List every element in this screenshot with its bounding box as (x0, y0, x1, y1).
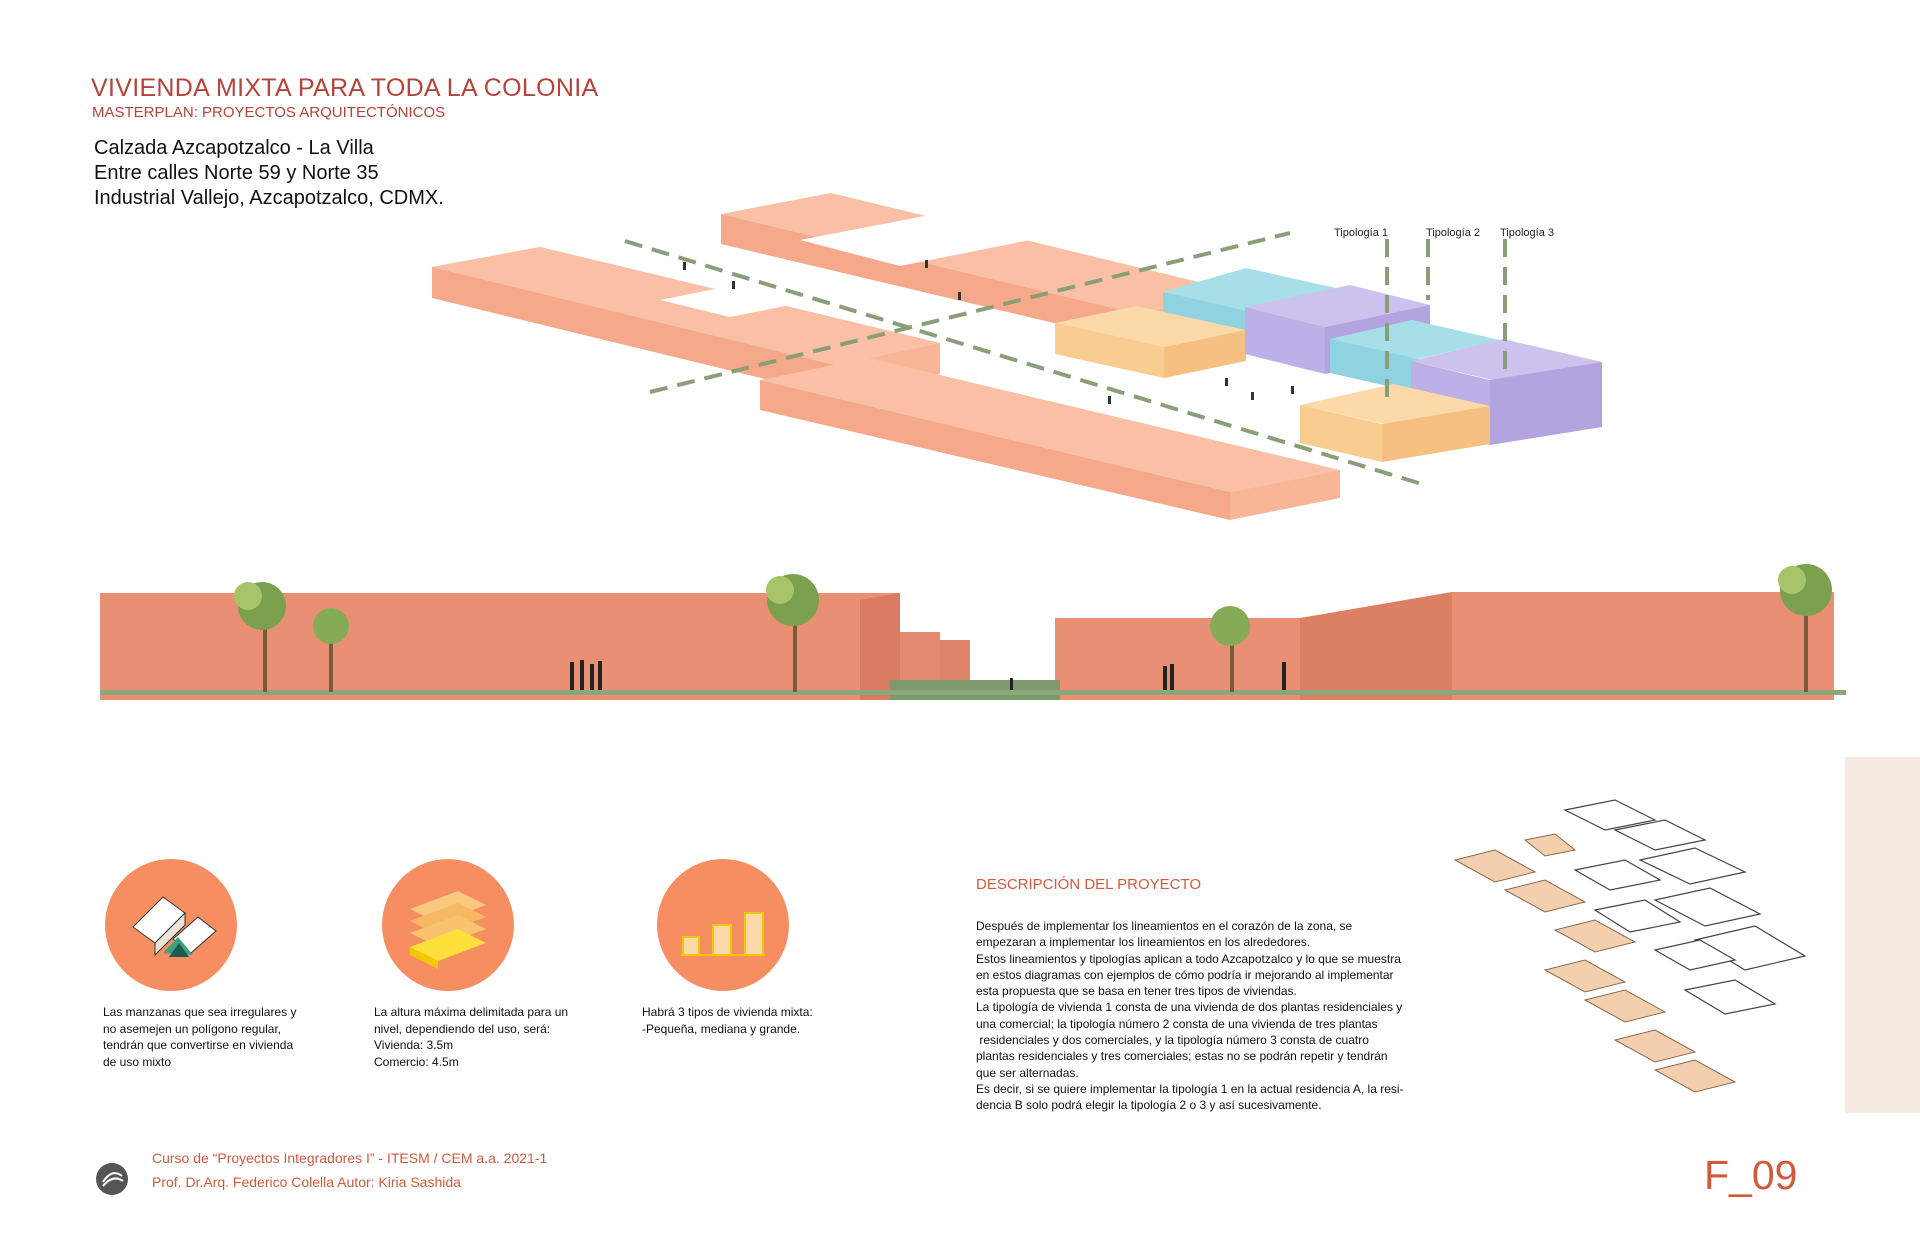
address-line: Calzada Azcapotzalco - La Villa (94, 137, 374, 159)
typology-block-cyan (1330, 320, 1500, 393)
itesm-logo-icon (96, 1163, 128, 1195)
description-text: Después de implementar los lineamientos … (976, 919, 1404, 1113)
street-section (100, 564, 1846, 700)
isometric-masterplan (432, 193, 1602, 520)
irregular-blocks-icon (105, 859, 237, 991)
tree-icon (313, 608, 349, 692)
people-figures (683, 260, 1294, 404)
page-code: F_09 (1704, 1152, 1798, 1198)
address-line: Industrial Vallejo, Azcapotzalco, CDMX. (94, 187, 444, 209)
neighborhood-diagram (1453, 799, 1807, 1093)
address-block: Calzada Azcapotzalco - La Villa Entre ca… (94, 136, 444, 211)
page-title: VIVIENDA MIXTA PARA TODA LA COLONIA (91, 74, 599, 102)
people-figures (570, 660, 1286, 690)
address-line: Entre calles Norte 59 y Norte 35 (94, 162, 379, 184)
tree-icon (1778, 564, 1832, 692)
typology-block-yellow (1300, 384, 1490, 462)
height-layers-icon (382, 859, 514, 991)
three-sizes-icon (657, 859, 789, 991)
typology-label: Tipología 2 (1426, 227, 1481, 239)
course-credit: Curso de “Proyectos Integradores I” - IT… (152, 1150, 548, 1166)
typology-block-yellow (1055, 306, 1246, 378)
typology-label: Tipología 3 (1500, 227, 1555, 239)
author-credit: Prof. Dr.Arq. Federico Colella Autor: Ki… (152, 1174, 461, 1190)
typology-label: Tipología 1 (1334, 227, 1389, 239)
side-accent-panel (1845, 757, 1920, 1113)
salmon-block (760, 358, 1340, 520)
tree-icon (1210, 606, 1250, 692)
page-subtitle: MASTERPLAN: PROYECTOS ARQUITECTÓNICOS (92, 104, 446, 121)
description-title: DESCRIPCIÓN DEL PROYECTO (976, 876, 1202, 893)
tree-icon (766, 574, 819, 692)
tree-icon (234, 582, 286, 692)
criteria-caption: Habrá 3 tipos de vivienda mixta:-Pequeña… (642, 1005, 813, 1036)
dashed-axis (624, 231, 1507, 487)
